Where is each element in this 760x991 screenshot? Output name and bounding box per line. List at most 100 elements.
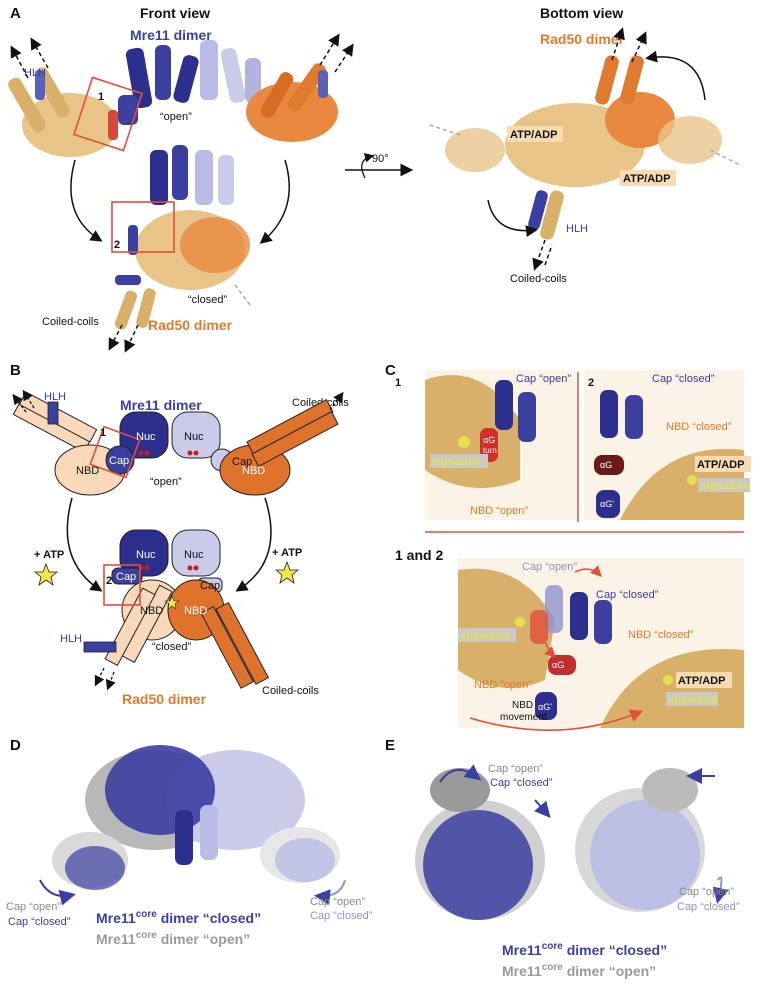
front-arrow-right bbox=[259, 159, 290, 244]
b-cap-left-closed: Cap bbox=[116, 571, 136, 583]
front-rad50-right-structure bbox=[246, 33, 354, 142]
bottom-view-title: Bottom view bbox=[540, 5, 623, 21]
c3-cap-open-helix bbox=[545, 585, 563, 633]
d-structure bbox=[39, 745, 346, 906]
d-cap-open-right: Cap “open” bbox=[310, 896, 365, 908]
c2-nbd-closed-label: NBD “closed” bbox=[666, 421, 732, 433]
c3-signature-ball-open bbox=[515, 617, 525, 627]
front-coiled-coils-label: Coiled-coils bbox=[42, 316, 99, 328]
c3-cap-move-arrow bbox=[574, 565, 602, 577]
b-plus-atp-right: + ATP bbox=[272, 547, 302, 559]
c3-signature-label-1: signature bbox=[460, 630, 510, 642]
front-box-1-number: 1 bbox=[98, 91, 104, 103]
b-nbd-left-open: NBD bbox=[76, 465, 99, 477]
c3-ag1-label: αG' bbox=[538, 702, 552, 712]
d-cap-open-left: Cap “open” bbox=[6, 901, 61, 913]
panel-a-letter: A bbox=[10, 5, 21, 22]
bottom-atp-label-2: ATP/ADP bbox=[623, 173, 670, 185]
c1-ag-helix bbox=[480, 428, 498, 462]
b-nbd-left-closed: NBD bbox=[140, 605, 163, 617]
c1-signature-ball bbox=[458, 436, 470, 448]
c2-signature-box bbox=[698, 478, 750, 492]
front-arrow-left bbox=[70, 159, 103, 242]
b-nuc-right-open: Nuc bbox=[184, 431, 204, 443]
b-hlh-label: HLH bbox=[44, 391, 66, 403]
e-structure bbox=[415, 764, 729, 920]
panel-c-letter: C bbox=[385, 362, 396, 379]
c2-cap-closed-label: Cap “closed” bbox=[652, 373, 715, 385]
c3-signature-box-2 bbox=[666, 692, 718, 706]
b-star-center bbox=[164, 595, 180, 610]
c3-ag-move-arrow bbox=[544, 641, 556, 658]
c3-nbd-movement-label-1: NBD bbox=[512, 700, 533, 711]
c1-number: 1 bbox=[395, 377, 401, 389]
front-box-1 bbox=[72, 76, 144, 152]
c3-cap-open-label: Cap “open” bbox=[522, 561, 577, 573]
c2-ag-helix bbox=[594, 455, 624, 475]
b-closed-label: “closed” bbox=[152, 641, 191, 653]
c1-cap-open-label: Cap “open” bbox=[516, 373, 571, 385]
d-cap-closed-right: Cap “closed” bbox=[310, 910, 373, 922]
b-box-1-number: 1 bbox=[100, 427, 106, 439]
d-title-closed: Mre11core dimer “closed” bbox=[96, 909, 261, 926]
front-closed-structure bbox=[108, 145, 251, 353]
d-title-open: Mre11core dimer “open” bbox=[96, 930, 250, 947]
front-rad50-dimer-label: Rad50 dimer bbox=[148, 317, 233, 333]
c1-signature-label: signature bbox=[432, 456, 482, 468]
c3-signature-label-2: signature bbox=[668, 694, 718, 706]
b-cap-left-open: Cap bbox=[109, 455, 129, 467]
b-coiled-coils-bottom-label: Coiled-coils bbox=[262, 685, 319, 697]
b-nuc-right-closed: Nuc bbox=[184, 549, 204, 561]
c3-nbd-open-label: NBD “open” bbox=[474, 679, 532, 691]
bottom-atp-box-1 bbox=[507, 126, 563, 142]
b-box-2 bbox=[103, 564, 141, 606]
c3-cap-closed-label: Cap “closed” bbox=[596, 589, 659, 601]
front-box-2-number: 2 bbox=[114, 239, 120, 251]
b-mre11-dimer-label: Mre11 dimer bbox=[120, 397, 202, 413]
b-plus-atp-left: + ATP bbox=[34, 549, 64, 561]
b-nbd-right-closed: NBD bbox=[184, 605, 207, 617]
bottom-structure bbox=[429, 27, 741, 271]
b-box-1 bbox=[89, 425, 141, 479]
b-closed-state bbox=[83, 529, 270, 691]
bottom-hlh-label: HLH bbox=[566, 223, 588, 235]
c2-ag1-helix bbox=[596, 490, 620, 518]
c1-turn-label: turn bbox=[483, 446, 497, 455]
c2-cap-helix-2 bbox=[625, 395, 643, 439]
e-cap-open-right: Cap “open” bbox=[679, 886, 734, 898]
panel-b-letter: B bbox=[10, 362, 21, 379]
c2-cap-helix-1 bbox=[600, 390, 618, 438]
b-arrow-left bbox=[66, 497, 103, 592]
panel-c: C 1 Cap “open” αG turn signature NBD “op… bbox=[385, 362, 751, 731]
front-view-title: Front view bbox=[140, 5, 210, 21]
front-open-label: “open” bbox=[160, 111, 192, 123]
bottom-coiled-coils-label: Coiled-coils bbox=[510, 273, 567, 285]
b-nuc-left-open: Nuc bbox=[136, 431, 156, 443]
c3-atp-box bbox=[676, 672, 732, 688]
c1-cap-helix-1 bbox=[495, 380, 513, 430]
panel-d: D Cap “open” Cap “closed” Cap “open” Cap… bbox=[6, 737, 373, 947]
c3-ag-closed-helix bbox=[548, 655, 576, 675]
panel-e-letter: E bbox=[385, 737, 395, 754]
c3-ag1-helix bbox=[535, 692, 557, 720]
e-cap-closed-right: Cap “closed” bbox=[677, 901, 740, 913]
b-nbd-right-open: NBD bbox=[242, 465, 265, 477]
c3-signature-ball-closed bbox=[663, 675, 673, 685]
b-open-state bbox=[12, 389, 344, 496]
c3-nbd-closed-shape bbox=[600, 648, 744, 728]
c-both-label: 1 and 2 bbox=[395, 547, 443, 563]
c3-nbd-move-arrow bbox=[469, 709, 643, 731]
c2-number: 2 bbox=[588, 377, 594, 389]
c3-atp-label: ATP/ADP bbox=[678, 675, 725, 687]
panel-a: A Front view Bottom view Mre11 dimer HLH… bbox=[8, 5, 741, 353]
b-arrow-right bbox=[235, 497, 272, 592]
rotation-label: 90° bbox=[372, 153, 389, 165]
c2-atp-box bbox=[695, 456, 751, 472]
panel-d-letter: D bbox=[10, 737, 21, 754]
panel-b: B HLH Mre11 dimer Coiled-coils 1 Nuc Nuc bbox=[10, 362, 349, 707]
e-title-closed: Mre11core dimer “closed” bbox=[502, 941, 667, 958]
c2-signature-label: signature bbox=[700, 480, 750, 492]
c3-signature-box-1 bbox=[458, 628, 516, 642]
front-mre11-structure bbox=[118, 40, 261, 125]
